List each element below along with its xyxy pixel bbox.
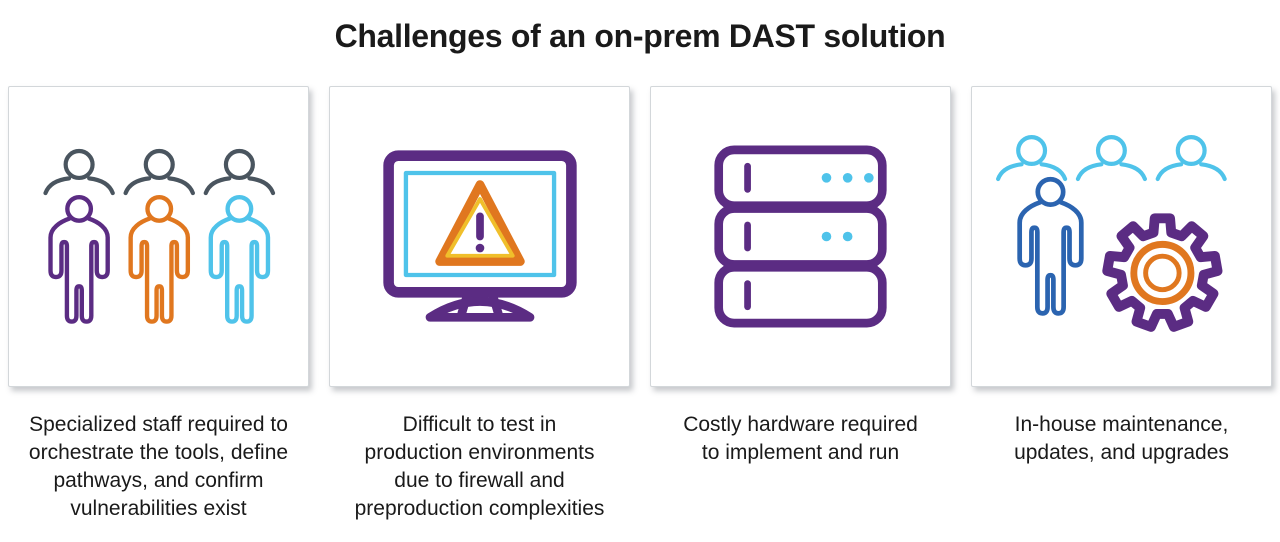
person-icon <box>1019 179 1081 313</box>
server-stack-icon <box>711 145 890 328</box>
card-caption-specialized-staff: Specialized staff required to orchestrat… <box>28 413 289 520</box>
card-costly-hardware <box>650 86 951 387</box>
card-caption-costly-hardware: Costly hardware required to implement an… <box>683 413 918 464</box>
warning-triangle-icon <box>434 180 525 266</box>
server-units <box>719 150 883 323</box>
server-indicator-dots <box>821 172 874 242</box>
bust-icon <box>998 137 1225 179</box>
card-specialized-staff <box>8 86 309 387</box>
gear-icon <box>1101 213 1222 332</box>
monitor-frame <box>382 150 577 322</box>
page-title: Challenges of an on-prem DAST solution <box>334 18 946 54</box>
monitor-warning-icon <box>382 150 577 322</box>
person-icon <box>50 197 267 321</box>
card-caption-in-house-maintenance: In-house maintenance, updates, and upgra… <box>1014 413 1229 464</box>
bust-icon <box>45 151 273 193</box>
card-production-testing <box>329 86 630 387</box>
gear-outline-path <box>1101 213 1222 332</box>
card-in-house-maintenance <box>971 86 1272 387</box>
person-gear-icon <box>990 132 1254 332</box>
challenge-grid: Specialized staff required to orchestrat… <box>0 86 1280 523</box>
team-staff-icon <box>34 144 284 330</box>
monitor-screen <box>403 170 556 278</box>
card-caption-production-testing: Difficult to test in production environm… <box>354 413 605 520</box>
